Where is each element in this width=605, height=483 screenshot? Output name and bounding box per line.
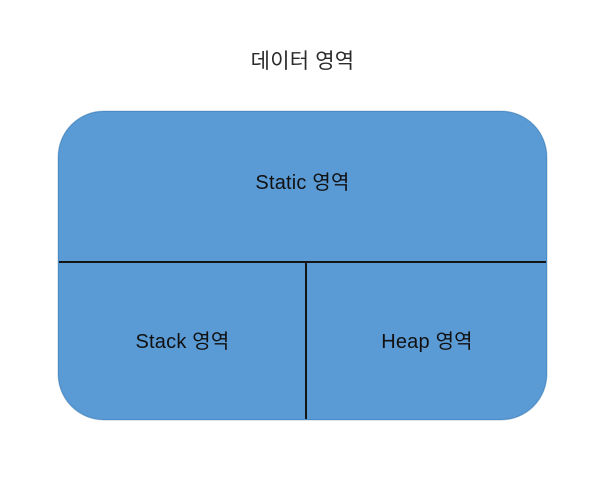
region-stack: Stack 영역: [59, 262, 306, 419]
region-static: Static 영역: [59, 112, 546, 262]
memory-layout-block: Static 영역 Stack 영역 Heap 영역: [58, 111, 547, 420]
divider-horizontal: [59, 261, 546, 263]
region-heap: Heap 영역: [306, 262, 546, 419]
diagram-title: 데이터 영역: [250, 50, 355, 73]
region-stack-label: Stack 영역: [135, 330, 230, 353]
region-heap-label: Heap 영역: [381, 330, 473, 353]
divider-vertical: [305, 262, 307, 419]
region-static-label: Static 영역: [255, 172, 350, 194]
